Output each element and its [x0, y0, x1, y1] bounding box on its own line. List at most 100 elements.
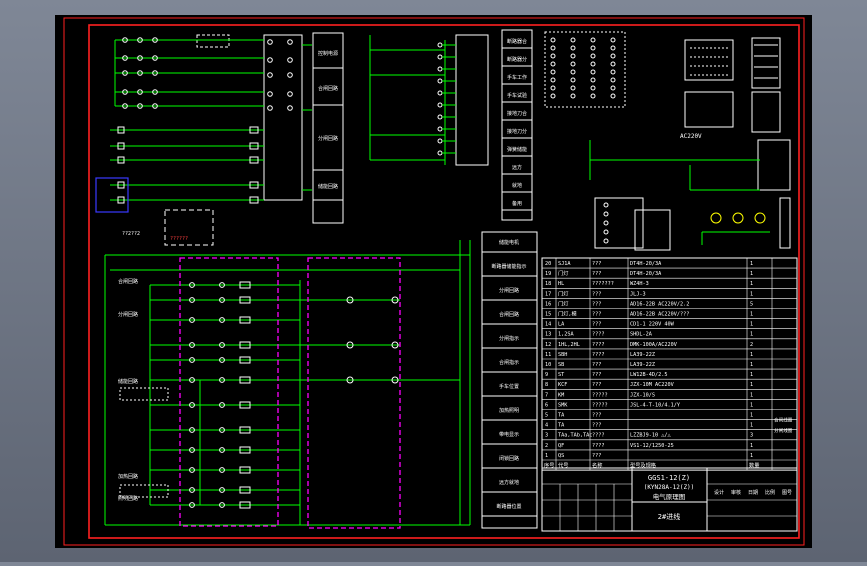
grid-contact	[570, 85, 576, 91]
terminal-circle	[267, 57, 273, 63]
grid-contact	[590, 37, 596, 43]
tb-cell-4: 图号	[782, 490, 792, 496]
sheet-label: 2#进线	[658, 512, 680, 521]
bom-qty: 1	[750, 312, 753, 318]
lower-coil	[239, 486, 251, 494]
bom-index: 14	[545, 322, 551, 328]
lower-contact	[219, 297, 225, 303]
bom-spec: WZ4H-3	[630, 281, 649, 287]
tb-cell-2: 日期	[748, 490, 758, 496]
function-column-bottom-labels: 储能电机断路器储能指示分闸回路合闸回路分闸指示合闸指示手车位置加热照明带电显示闭…	[482, 239, 537, 517]
fuse-symbol	[117, 181, 125, 189]
lower-contact	[219, 447, 225, 453]
bom-name: ???	[592, 453, 601, 459]
bom-header-1: 代号	[558, 461, 568, 469]
bom-qty: 1	[750, 443, 753, 449]
bom-index: 17	[545, 291, 551, 297]
bom-code: 门灯	[558, 269, 568, 277]
terminal-circle	[287, 105, 293, 111]
grid-contact	[610, 77, 616, 83]
fuse-symbol	[117, 196, 125, 204]
lower-contact	[189, 502, 195, 508]
bom-name: ???	[592, 372, 601, 378]
mid-label-3: 储能回路	[318, 183, 338, 190]
lower-contact	[189, 377, 195, 383]
control-circuit-wiring	[104, 240, 471, 526]
bom-name: ???	[592, 271, 601, 277]
grid-contact	[550, 85, 556, 91]
indicator-lamp	[391, 341, 399, 349]
contact-circle	[122, 103, 128, 109]
lower-coil	[239, 316, 251, 324]
grid-contact	[570, 53, 576, 59]
tb-contact	[603, 202, 609, 208]
bom-header-3: 型号及规格	[630, 461, 657, 469]
relay-coil	[249, 181, 259, 189]
lower-coil	[239, 446, 251, 454]
terminal-circle	[287, 39, 293, 45]
lower-contact-symbols	[189, 281, 399, 509]
lower-contact	[189, 402, 195, 408]
grid-contact	[570, 45, 576, 51]
function-column-top	[501, 29, 533, 221]
bom-spec: AD16-22B AC220V/???	[630, 312, 689, 318]
bom-spec: DT4H-20/3A	[630, 271, 662, 277]
bom-name: ???	[592, 382, 601, 388]
bom-index: 7	[545, 392, 548, 398]
relay-coil	[249, 156, 259, 164]
grid-contact	[590, 53, 596, 59]
bom-qty: 1	[750, 281, 753, 287]
lower-contact	[219, 467, 225, 473]
relay-coil	[249, 126, 259, 134]
bom-name: ?????	[592, 402, 608, 408]
relay-coil	[249, 142, 259, 150]
bom-spec: AD16-22B AC220V/2.2	[630, 301, 689, 307]
bom-code: 门灯	[558, 299, 568, 307]
indicator-lamp	[391, 296, 399, 304]
bom-code: 门灯,模	[558, 310, 577, 318]
terminal-circle	[267, 72, 273, 78]
indicator-lamp	[391, 376, 399, 384]
lower-contact	[189, 487, 195, 493]
grid-contact	[610, 85, 616, 91]
bom-qty: 1	[750, 382, 753, 388]
bom-code: TA	[558, 423, 565, 429]
lower-contact	[189, 282, 195, 288]
func-label-1: 断路器分	[507, 56, 527, 63]
bom-side-note-0: 合闸线圈	[774, 417, 793, 424]
bom-spec: JZX-10/S	[630, 392, 655, 398]
bom-index: 2	[545, 443, 548, 449]
contact-circle	[137, 70, 143, 76]
bom-qty: 3	[750, 433, 753, 439]
bom-header-4: 数量	[749, 461, 759, 469]
func-bottom-label-9: 闭锁回路	[499, 455, 519, 462]
bom-qty: 1	[750, 332, 753, 338]
title-border	[541, 467, 798, 532]
contact-circle	[137, 55, 143, 61]
left-label-2: 储能回路	[118, 378, 138, 385]
lower-contact	[189, 467, 195, 473]
lower-coil	[239, 466, 251, 474]
contact-circle	[152, 37, 158, 43]
lower-contact	[219, 342, 225, 348]
lower-coil	[239, 426, 251, 434]
bom-name: ????	[592, 332, 605, 338]
grid-contact	[610, 69, 616, 75]
contact-circle	[137, 37, 143, 43]
title-block: 设计审核日期比例图号GGS1-12(Z)(KYN28A-12(Z))电气原理图2…	[541, 467, 798, 532]
bom-qty: 1	[750, 453, 753, 459]
bom-index: 18	[545, 281, 551, 287]
device-boundary-dashed	[164, 209, 401, 529]
aux-box-2	[119, 484, 169, 498]
grid-contact	[610, 61, 616, 67]
contact-circle	[122, 37, 128, 43]
grid-contact	[590, 61, 596, 67]
grid-contact	[570, 93, 576, 99]
fuse-symbol	[117, 142, 125, 150]
